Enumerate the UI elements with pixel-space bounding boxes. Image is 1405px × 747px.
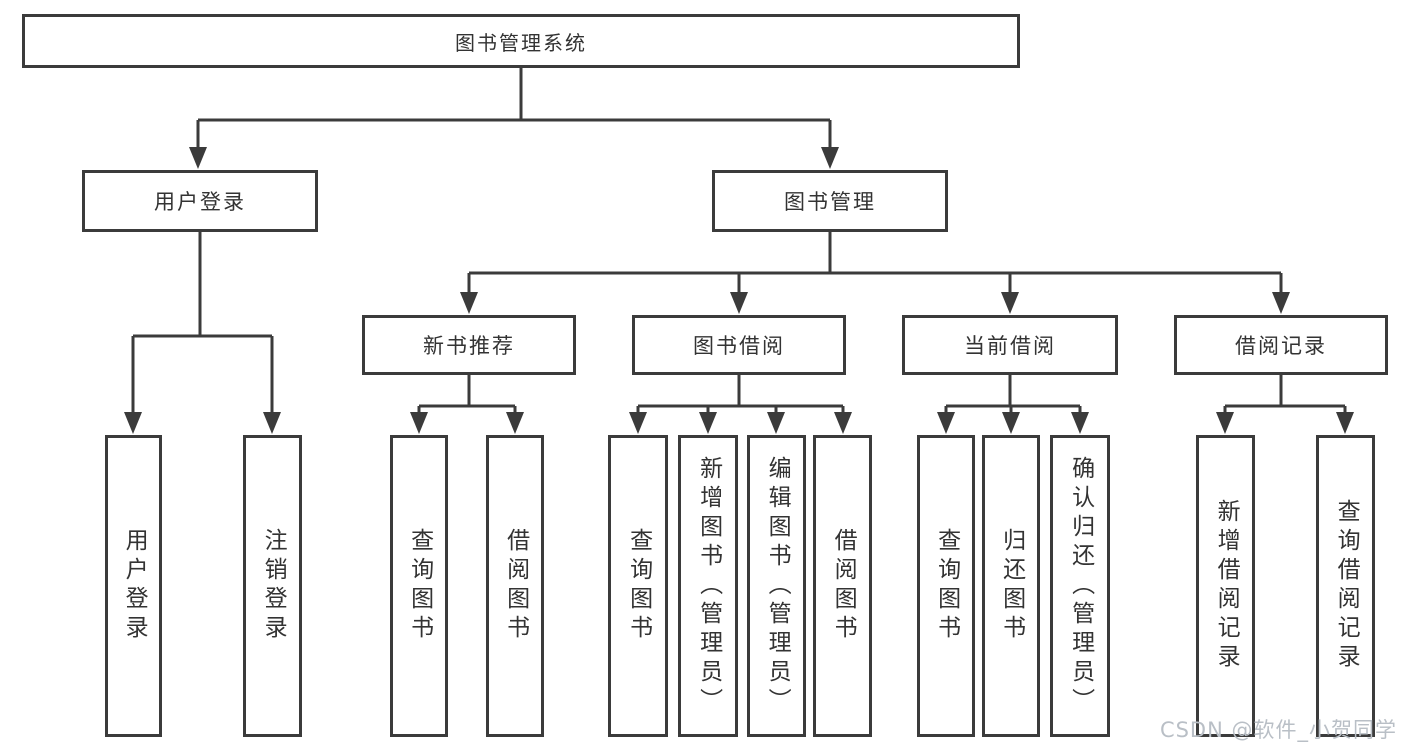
node-label: 注销登录 (260, 528, 287, 644)
node-label: 借阅图书 (830, 528, 857, 644)
leaf-query-books-recommend: 查询图书 (390, 435, 448, 737)
node-label: 查询图书 (625, 528, 652, 644)
node-label: 用户登录 (121, 528, 148, 644)
leaf-edit-books-admin: 编辑图书（管理员） (747, 435, 806, 737)
leaf-query-books-current: 查询图书 (917, 435, 975, 737)
node-label: 归还图书 (998, 528, 1025, 644)
node-label: 编辑图书（管理员） (764, 455, 791, 717)
node-label: 查询图书 (406, 528, 433, 644)
node-library-system: 图书管理系统 (22, 14, 1020, 68)
leaf-query-borrow-record: 查询借阅记录 (1316, 435, 1375, 737)
leaf-add-borrow-record: 新增借阅记录 (1196, 435, 1255, 737)
node-user-login: 用户登录 (82, 170, 318, 232)
leaf-add-books-admin: 新增图书（管理员） (678, 435, 738, 737)
node-book-management: 图书管理 (712, 170, 948, 232)
node-book-borrowing: 图书借阅 (632, 315, 846, 375)
node-borrowing-records: 借阅记录 (1174, 315, 1388, 375)
node-label: 新增图书（管理员） (695, 455, 722, 717)
node-label: 图书管理 (784, 190, 876, 214)
node-label: 用户登录 (154, 190, 246, 214)
node-label: 新书推荐 (423, 334, 515, 358)
leaf-confirm-return-admin: 确认归还（管理员） (1050, 435, 1110, 737)
node-label: 查询借阅记录 (1333, 499, 1360, 673)
node-current-borrowing: 当前借阅 (902, 315, 1118, 375)
node-label: 新增借阅记录 (1213, 499, 1240, 673)
node-label: 查询图书 (933, 528, 960, 644)
leaf-logout: 注销登录 (243, 435, 302, 737)
node-label: 借阅记录 (1235, 334, 1327, 358)
leaf-user-login: 用户登录 (105, 435, 162, 737)
node-label: 确认归还（管理员） (1067, 455, 1094, 717)
leaf-borrow-books-borrowing: 借阅图书 (813, 435, 872, 737)
node-label: 图书借阅 (693, 334, 785, 358)
node-label: 图书管理系统 (455, 30, 587, 55)
node-label: 当前借阅 (964, 334, 1056, 358)
leaf-return-books: 归还图书 (982, 435, 1040, 737)
node-new-book-recommendation: 新书推荐 (362, 315, 576, 375)
leaf-query-books-borrowing: 查询图书 (608, 435, 668, 737)
node-label: 借阅图书 (502, 528, 529, 644)
csdn-watermark: CSDN @软件_小贺同学 (1159, 718, 1397, 742)
leaf-borrow-books-recommend: 借阅图书 (486, 435, 544, 737)
